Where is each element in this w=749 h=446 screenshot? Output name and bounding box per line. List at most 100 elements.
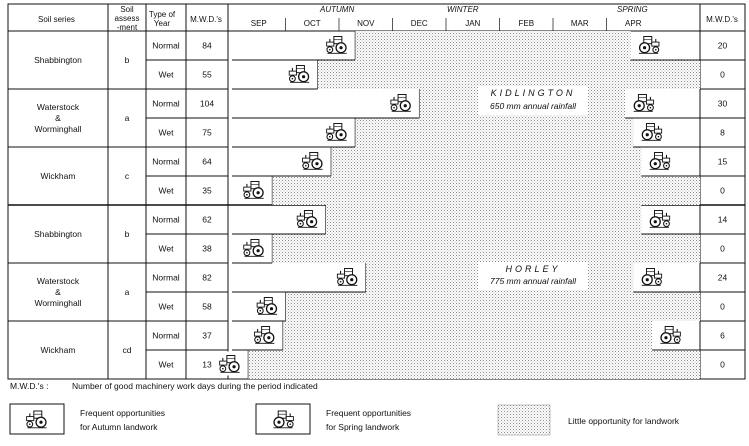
soil-series-cell: &	[55, 287, 61, 297]
footnote-label: M.W.D.'s :	[10, 381, 48, 391]
month-label-nov: NOV	[357, 19, 375, 28]
autumn-tractor-icon	[216, 350, 244, 377]
mwd-spring-cell: 6	[720, 331, 725, 341]
month-label-sep: SEP	[251, 19, 267, 28]
soil-assessment-cell: a	[125, 113, 130, 123]
header-soil-assessment-3: -ment	[117, 23, 138, 32]
stipple-row	[330, 147, 642, 176]
year-type-cell: Normal	[152, 215, 180, 225]
legend-autumn: Frequent opportunities for Autumn landwo…	[9, 403, 165, 435]
soil-assessment-cell: cd	[123, 345, 132, 355]
soil-series-cell: Waterstock	[37, 276, 80, 286]
month-label-feb: FEB	[518, 19, 534, 28]
footnote-text: Number of good machinery work days durin…	[72, 381, 318, 391]
header-soil-series: Soil series	[38, 15, 75, 24]
mwd-autumn-cell: 104	[200, 99, 214, 109]
mwd-autumn-cell: 64	[202, 157, 212, 167]
autumn-tractor-icon	[240, 176, 268, 203]
year-type-cell: Wet	[159, 128, 175, 138]
month-label-apr: APR	[625, 19, 642, 28]
year-type-cell: Wet	[159, 360, 175, 370]
season-autumn: AUTUMN	[319, 5, 354, 14]
site-name-horley: HORLEY	[505, 264, 560, 274]
year-type-cell: Wet	[159, 70, 175, 80]
autumn-tractor-icon	[254, 292, 281, 319]
soil-series-cell: Wickham	[41, 171, 76, 181]
spring-tractor-icon	[637, 118, 665, 145]
soil-assessment-cell: a	[125, 287, 130, 297]
year-type-cell: Wet	[159, 244, 175, 254]
soil-assessment-cell: b	[125, 55, 130, 65]
spring-tractor-icon	[656, 321, 684, 348]
mwd-spring-cell: 14	[718, 215, 728, 225]
spring-tractor-icon	[645, 147, 673, 174]
mwd-autumn-cell: 62	[202, 215, 212, 225]
month-label-jan: JAN	[465, 19, 480, 28]
legend-spring: Frequent opportunities for Spring landwo…	[255, 403, 411, 435]
mwd-spring-cell: 24	[718, 273, 728, 283]
month-label-mar: MAR	[571, 19, 589, 28]
spring-tractor-icon	[645, 205, 673, 232]
soil-series-cell: Worminghall	[34, 298, 81, 308]
month-label-oct: OCT	[304, 19, 321, 28]
site-rainfall-kidlington: 650 mm annual rainfall	[490, 101, 577, 111]
stipple-row	[272, 176, 700, 205]
site-label-kidlington: KIDLINGTON 650 mm annual rainfall	[478, 86, 588, 115]
mwd-autumn-cell: 58	[202, 302, 212, 312]
legend-spring-line2: for Spring landwork	[326, 422, 400, 432]
month-label-dec: DEC	[411, 19, 428, 28]
spring-tractor-icon	[635, 31, 663, 58]
spring-tractor-icon	[629, 89, 657, 116]
mwd-spring-cell: 15	[718, 157, 728, 167]
mwd-autumn-cell: 75	[202, 128, 212, 138]
soil-assessment-cell: c	[125, 171, 130, 181]
season-winter: WINTER	[447, 5, 479, 14]
mwd-spring-cell: 0	[720, 186, 725, 196]
stipple-swatch	[497, 404, 551, 436]
mwd-autumn-cell: 38	[202, 244, 212, 254]
autumn-tractor-icon	[387, 89, 415, 116]
autumn-tractor-icon	[240, 234, 268, 261]
mwd-spring-cell: 0	[720, 302, 725, 312]
header-type-of-year-1: Type of	[149, 10, 176, 19]
soil-series-cell: &	[55, 113, 61, 123]
soil-series-cell: Wickham	[41, 345, 76, 355]
season-spring: SPRING	[617, 5, 648, 14]
year-type-cell: Normal	[152, 273, 180, 283]
year-type-cell: Wet	[159, 186, 175, 196]
autumn-tractor-icon	[323, 31, 351, 58]
soil-series-cell: Waterstock	[37, 102, 80, 112]
mwd-autumn-cell: 35	[202, 186, 212, 196]
soil-series-cell: Shabbington	[34, 229, 82, 239]
autumn-tractor-icon	[334, 263, 362, 290]
tractor-left-icon	[23, 406, 51, 432]
autumn-tractor-icon	[286, 60, 314, 87]
site-rainfall-horley: 775 mm annual rainfall	[490, 276, 577, 286]
tractor-right-icon	[269, 406, 297, 432]
mwd-spring-cell: 0	[720, 360, 725, 370]
autumn-tractor-icon	[299, 147, 327, 174]
legend-autumn-line2: for Autumn landwork	[80, 422, 158, 432]
autumn-tractor-icon	[294, 205, 322, 232]
year-type-cell: Normal	[152, 41, 180, 51]
autumn-tractor-icon	[251, 321, 279, 348]
mwd-spring-cell: 20	[718, 41, 728, 51]
mwd-autumn-cell: 13	[202, 360, 212, 370]
header-type-of-year-2: Year	[154, 19, 171, 28]
mwd-autumn-cell: 37	[202, 331, 212, 341]
stipple-row	[272, 234, 700, 263]
legend-spring-line1: Frequent opportunities	[326, 408, 411, 418]
stipple-row	[285, 292, 700, 321]
legend-little-opportunity: Little opportunity for landwork	[497, 404, 680, 436]
low-opportunity-areas	[248, 31, 701, 379]
mwd-spring-cell: 8	[720, 128, 725, 138]
soil-assessment-cell: b	[125, 229, 130, 239]
header-mwd-left: M.W.D.'s	[190, 15, 222, 24]
year-type-cell: Wet	[159, 302, 175, 312]
mwd-spring-cell: 0	[720, 244, 725, 254]
year-type-cell: Normal	[152, 99, 180, 109]
soil-series-cell: Shabbington	[34, 55, 82, 65]
year-type-cell: Normal	[152, 331, 180, 341]
step-lines	[232, 31, 700, 380]
